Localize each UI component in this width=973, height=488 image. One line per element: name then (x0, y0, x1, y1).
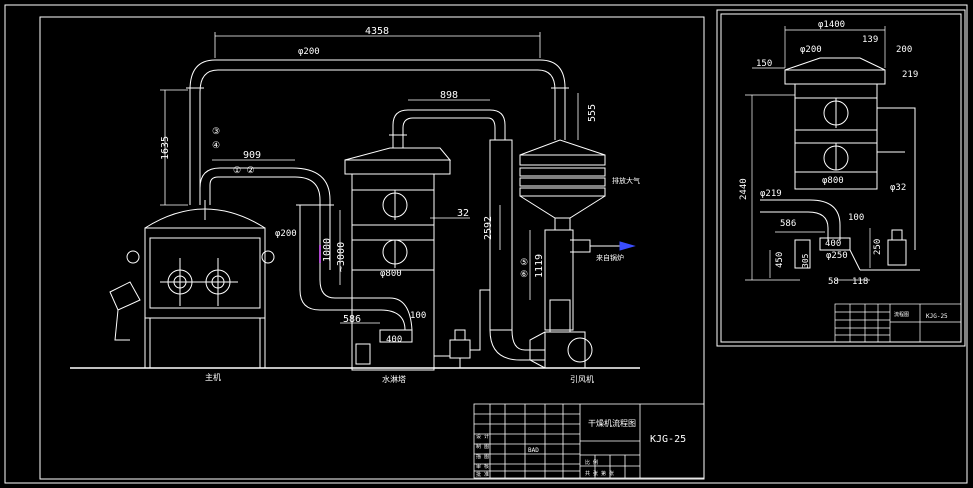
drawing-code: KJG-25 (650, 434, 686, 445)
side-dim-d586: 586 (780, 219, 796, 229)
scale-row: 比 例 (585, 459, 598, 466)
side-dim-top-dia: φ1400 (818, 20, 845, 30)
side-dimension-lines (745, 26, 886, 281)
side-dim-d32: φ32 (890, 183, 906, 193)
callout-c13: ① ② (233, 166, 255, 176)
dim-outlet-box: 400 (386, 335, 402, 345)
small-title-name: 流程图 (894, 311, 909, 318)
separator (519, 139, 628, 333)
side-dim-d118: 118 (852, 277, 868, 287)
side-dim-d58: 58 (828, 277, 839, 287)
dim-left-height: 1635 (160, 136, 171, 160)
side-dim-d100: 100 (848, 213, 864, 223)
row-check: 审 核 (476, 463, 489, 470)
side-dim-d219b: φ219 (760, 189, 782, 199)
side-dim-d200b: 200 (896, 45, 912, 55)
dim-pipe-dia-left: φ200 (275, 229, 297, 239)
tower-inlet-duct (296, 204, 413, 343)
pump (434, 289, 490, 368)
label-to-boiler: 来自锅炉 (596, 253, 624, 262)
side-view (760, 57, 920, 271)
side-dim-d150: 150 (756, 59, 772, 69)
label-induced-fan: 引风机 (570, 374, 594, 384)
side-dim-d800: φ800 (822, 176, 844, 186)
company-line: BAD (528, 447, 539, 454)
dim-tower-width: 898 (440, 90, 458, 101)
row-draw: 制 图 (476, 443, 489, 450)
row-approve: 批 准 (476, 471, 489, 478)
dim-branch-width: 909 (243, 150, 261, 161)
dim-pipe-dia-top: φ200 (298, 47, 320, 57)
dim-fan-stack: 1119 (534, 254, 545, 278)
dim-tower-body: 2592 (483, 216, 494, 240)
side-dim-d400: 400 (825, 239, 841, 249)
side-dim-d250b: φ250 (826, 251, 848, 261)
main-machine (109, 200, 275, 368)
main-view-texts: 4358 φ200 1635 909 φ200 898 ~3000 1000 5… (160, 26, 640, 384)
title-block (473, 403, 705, 479)
side-dim-d250: 250 (873, 239, 883, 255)
callout-c12: ④ (212, 141, 220, 151)
dim-tower-dia: φ800 (380, 269, 402, 279)
callout-c14: ⑤ (520, 258, 528, 268)
induced-fan (529, 331, 593, 369)
small-title-code: KJG-25 (926, 313, 948, 320)
main-view (70, 32, 640, 371)
dim-duct-v: 1000 (322, 238, 333, 262)
title-block-texts: 干燥机流程图 KJG-25 BAD 比 例 共 张 第 张 设 计 制 图 描 … (476, 418, 686, 478)
water-tower (344, 109, 506, 371)
sheet-row: 共 张 第 张 (585, 470, 614, 477)
side-dim-height: 2440 (739, 178, 749, 200)
label-water-tower: 水淋塔 (382, 374, 406, 384)
callout-c11: ③ (212, 127, 220, 137)
dim-outlet: 100 (410, 311, 426, 321)
dim-top-width: 4358 (365, 26, 389, 37)
main-dimension-lines (160, 32, 579, 324)
label-exhaust: 排放大气 (612, 176, 640, 185)
row-design: 设 计 (476, 433, 489, 440)
dim-tower-small: 32 (457, 208, 469, 219)
small-title-block (834, 303, 962, 343)
callout-c15: ⑥ (520, 270, 528, 280)
dim-tower-height: ~3000 (336, 242, 347, 272)
dim-fan-height: 555 (587, 104, 598, 122)
small-title-block-texts: 流程图 KJG-25 (894, 311, 948, 320)
label-main-machine: 主机 (205, 372, 221, 382)
side-dim-d139: 139 (862, 35, 878, 45)
top-pipe (186, 59, 569, 270)
row-trace: 描 图 (476, 453, 489, 460)
drawing-name: 干燥机流程图 (588, 418, 636, 428)
side-view-texts: φ1400 φ200 139 200 150 219 2440 φ800 φ32… (739, 20, 918, 287)
sheet-borders (4, 4, 968, 484)
side-dim-d305: 305 (801, 253, 810, 268)
accent-arrow-blue (619, 241, 636, 251)
side-dim-d450: 450 (775, 252, 785, 268)
side-dim-d219: 219 (902, 70, 918, 80)
fan-duct (489, 139, 545, 361)
side-dim-d200: φ200 (800, 45, 822, 55)
dim-base-width: 586 (343, 314, 361, 325)
